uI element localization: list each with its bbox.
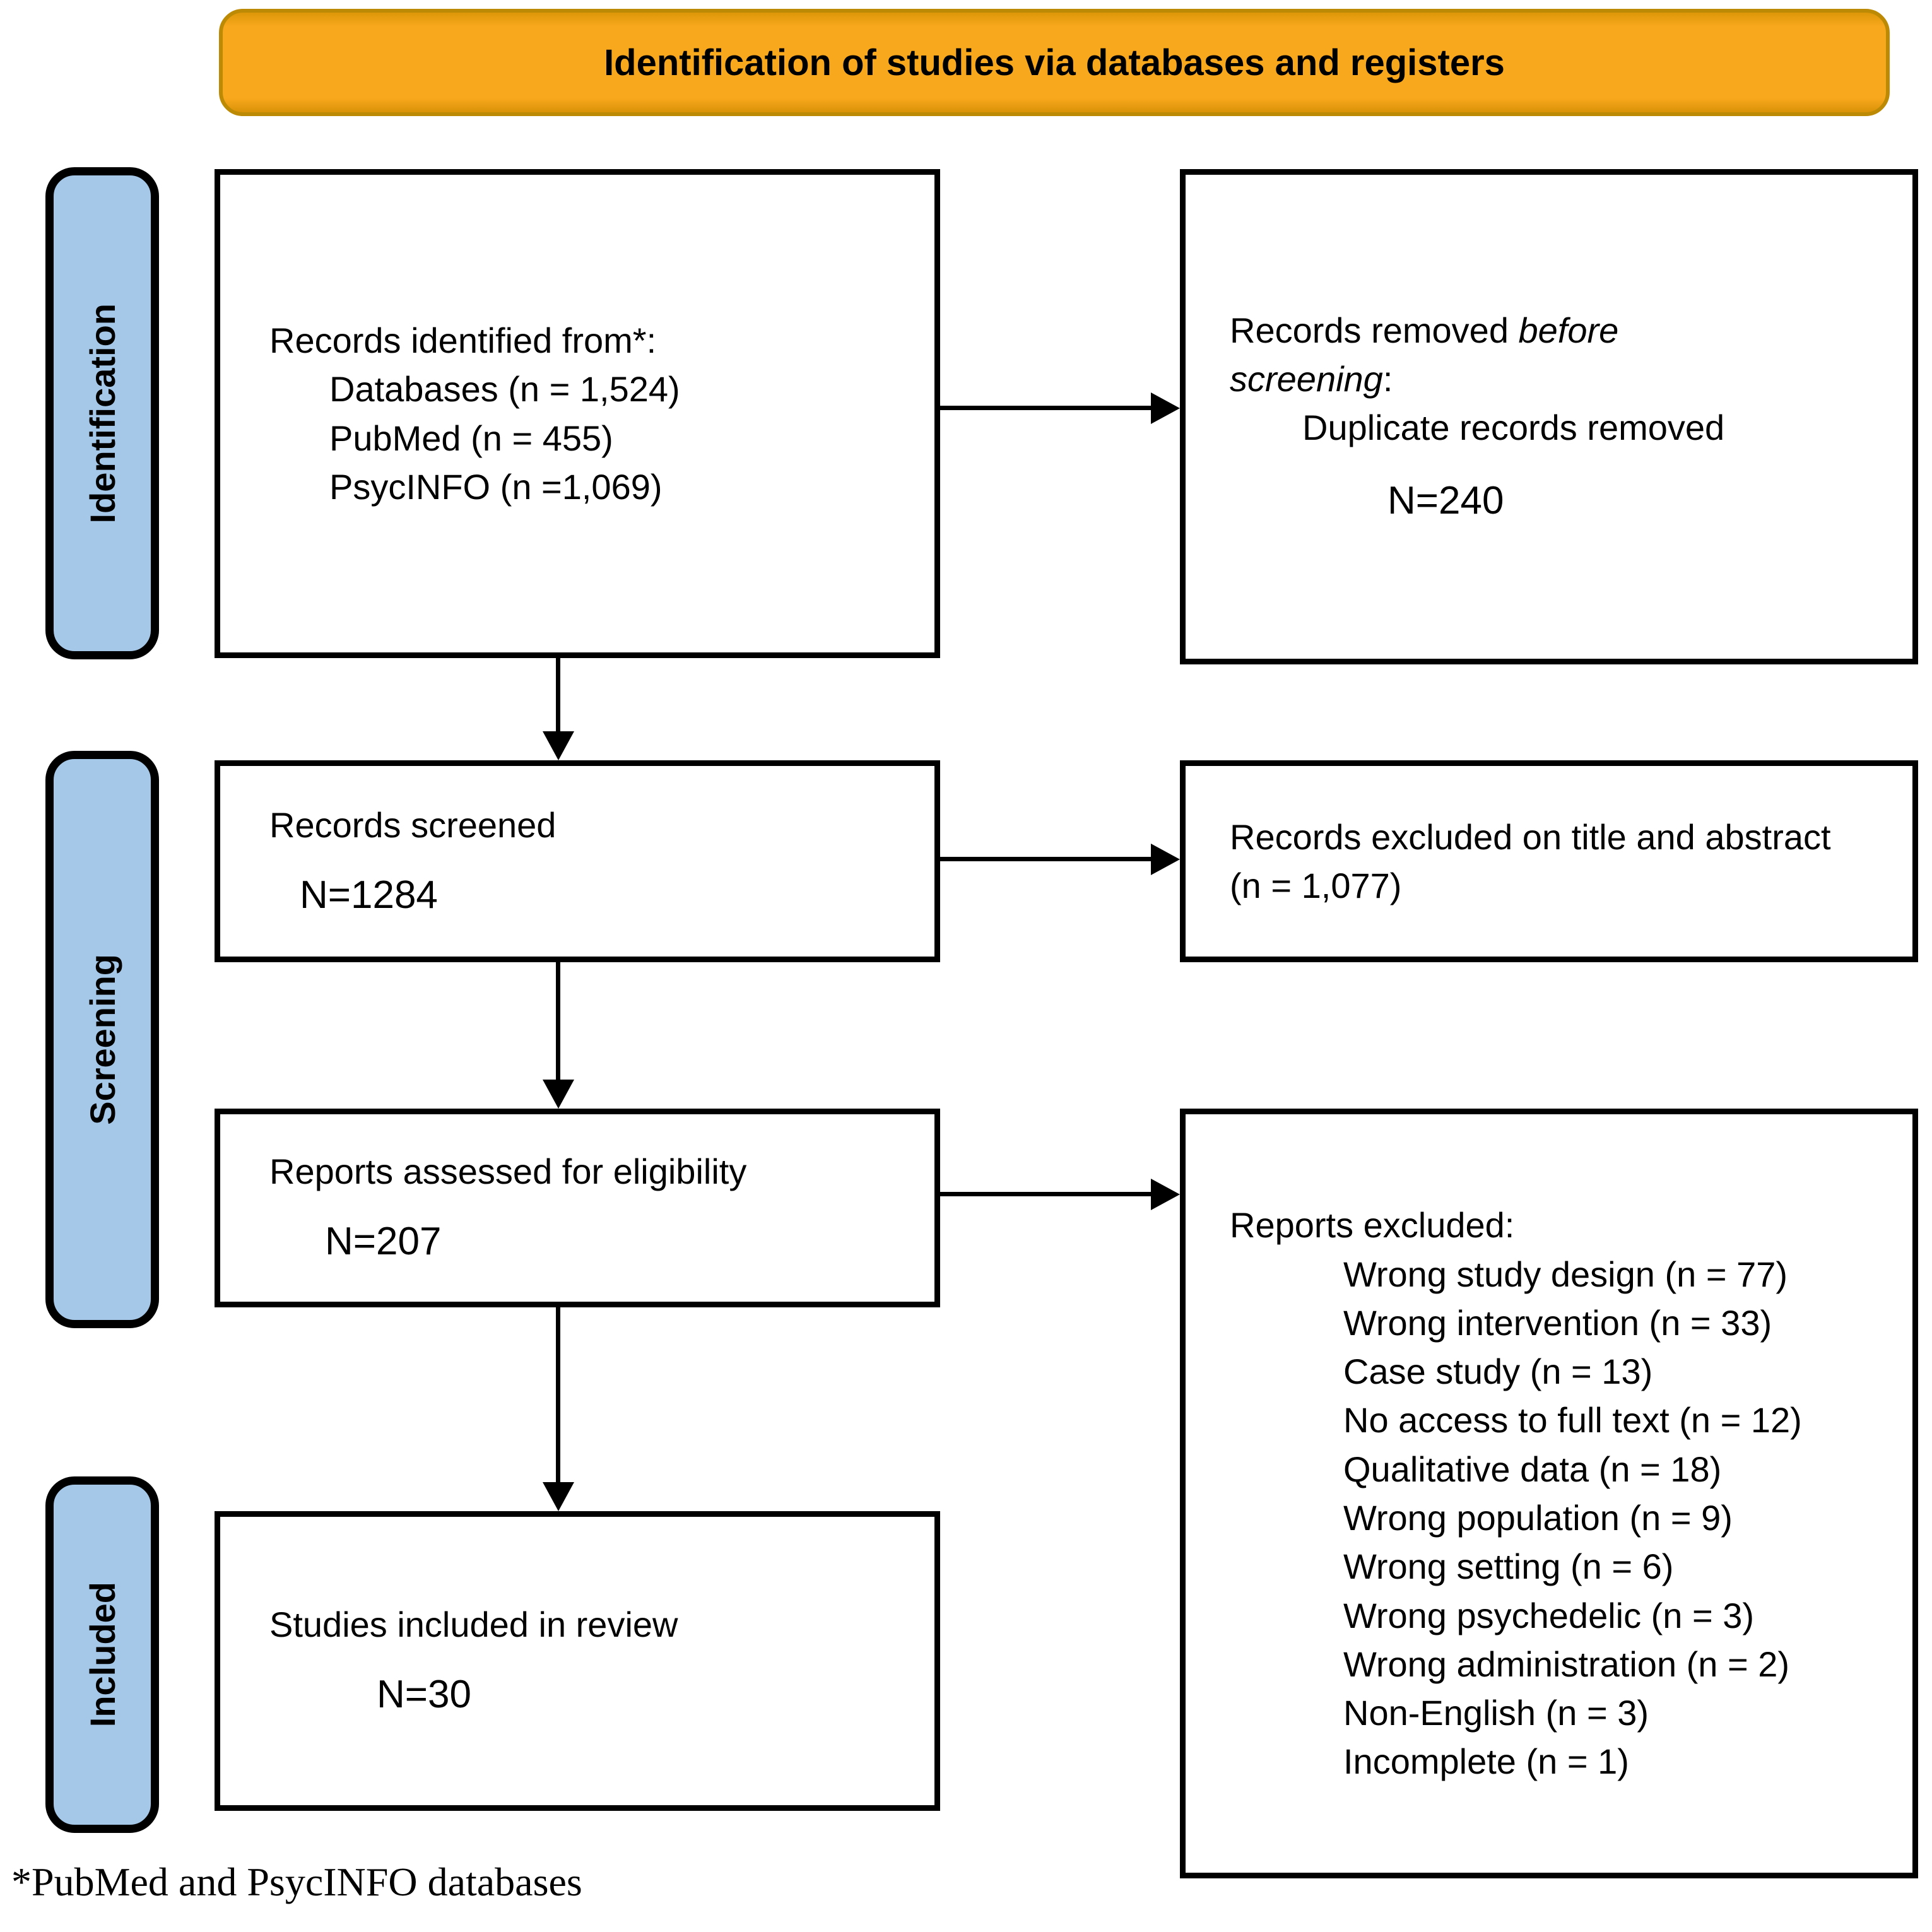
arrow-screened-to-excluded [940, 857, 1155, 861]
reports-excluded-reason: Wrong setting (n = 6) [1343, 1546, 1674, 1587]
records-excluded-title: Records excluded on title and abstract [1230, 816, 1831, 857]
arrowhead-right-icon [1151, 1179, 1180, 1210]
reports-excluded-reason: Wrong administration (n = 2) [1343, 1644, 1790, 1684]
footnote: *PubMed and PsycINFO databases [11, 1859, 582, 1904]
records-removed-title: Records removed before screening: [1230, 310, 1619, 399]
diagram-title: Identification of studies via databases … [604, 42, 1505, 83]
records-excluded-count: (n = 1,077) [1230, 866, 1402, 905]
reports-assessed-count: N=207 [325, 1220, 442, 1264]
stage-label-screening: Screening [82, 954, 122, 1125]
arrow-assessed-to-excluded [940, 1192, 1155, 1196]
stage-tab-screening: Screening [45, 751, 159, 1328]
stage-tab-included: Included [45, 1476, 159, 1833]
box-records-screened: Records screened N=1284 [215, 760, 940, 962]
diagram-title-banner: Identification of studies via databases … [219, 9, 1890, 116]
box-records-removed: Records removed before screening: Duplic… [1180, 169, 1918, 664]
reports-excluded-reason: Case study (n = 13) [1343, 1352, 1653, 1392]
reports-assessed-title: Reports assessed for eligibility [269, 1152, 747, 1192]
box-studies-included: Studies included in review N=30 [215, 1511, 940, 1811]
reports-excluded-reason: Non-English (n = 3) [1343, 1693, 1649, 1733]
records-identified-item: PubMed (n = 455) [329, 418, 613, 458]
arrowhead-down-icon [543, 731, 574, 760]
box-records-excluded-title-abstract: Records excluded on title and abstract (… [1180, 760, 1918, 962]
arrowhead-down-icon [543, 1080, 574, 1109]
box-reports-excluded: Reports excluded: Wrong study design (n … [1180, 1109, 1918, 1878]
records-removed-item: Duplicate records removed [1302, 408, 1725, 448]
records-screened-count: N=1284 [300, 873, 438, 917]
studies-included-title: Studies included in review [269, 1605, 678, 1645]
arrow-identified-to-removed [940, 406, 1155, 410]
reports-excluded-reason: Wrong population (n = 9) [1343, 1498, 1733, 1538]
reports-excluded-reason: No access to full text (n = 12) [1343, 1400, 1802, 1440]
records-removed-title-italic: before screening [1230, 310, 1619, 399]
reports-excluded-title: Reports excluded: [1230, 1205, 1515, 1246]
arrowhead-down-icon [543, 1482, 574, 1511]
stage-label-identification: Identification [82, 303, 122, 524]
records-identified-item: Databases (n = 1,524) [329, 369, 680, 409]
stage-tab-identification: Identification [45, 167, 159, 659]
stage-label-included: Included [82, 1582, 122, 1728]
arrow-screened-to-assessed [556, 962, 560, 1082]
reports-excluded-reason: Incomplete (n = 1) [1343, 1741, 1629, 1782]
records-removed-count: N=240 [1387, 478, 1504, 522]
records-identified-item: PsycINFO (n =1,069) [329, 466, 663, 507]
arrow-assessed-to-included [556, 1307, 560, 1484]
arrowhead-right-icon [1151, 392, 1180, 424]
arrowhead-right-icon [1151, 844, 1180, 875]
arrow-identified-to-screened [556, 658, 560, 734]
reports-excluded-reason: Qualitative data (n = 18) [1343, 1449, 1722, 1489]
studies-included-count: N=30 [377, 1673, 471, 1717]
records-screened-title: Records screened [269, 804, 557, 845]
reports-excluded-reason: Wrong study design (n = 77) [1343, 1254, 1788, 1294]
reports-excluded-reason: Wrong psychedelic (n = 3) [1343, 1595, 1755, 1635]
reports-excluded-reason: Wrong intervention (n = 33) [1343, 1302, 1772, 1343]
box-reports-assessed: Reports assessed for eligibility N=207 [215, 1109, 940, 1307]
box-records-identified: Records identified from*: Databases (n =… [215, 169, 940, 658]
records-identified-title: Records identified from*: [269, 320, 657, 360]
